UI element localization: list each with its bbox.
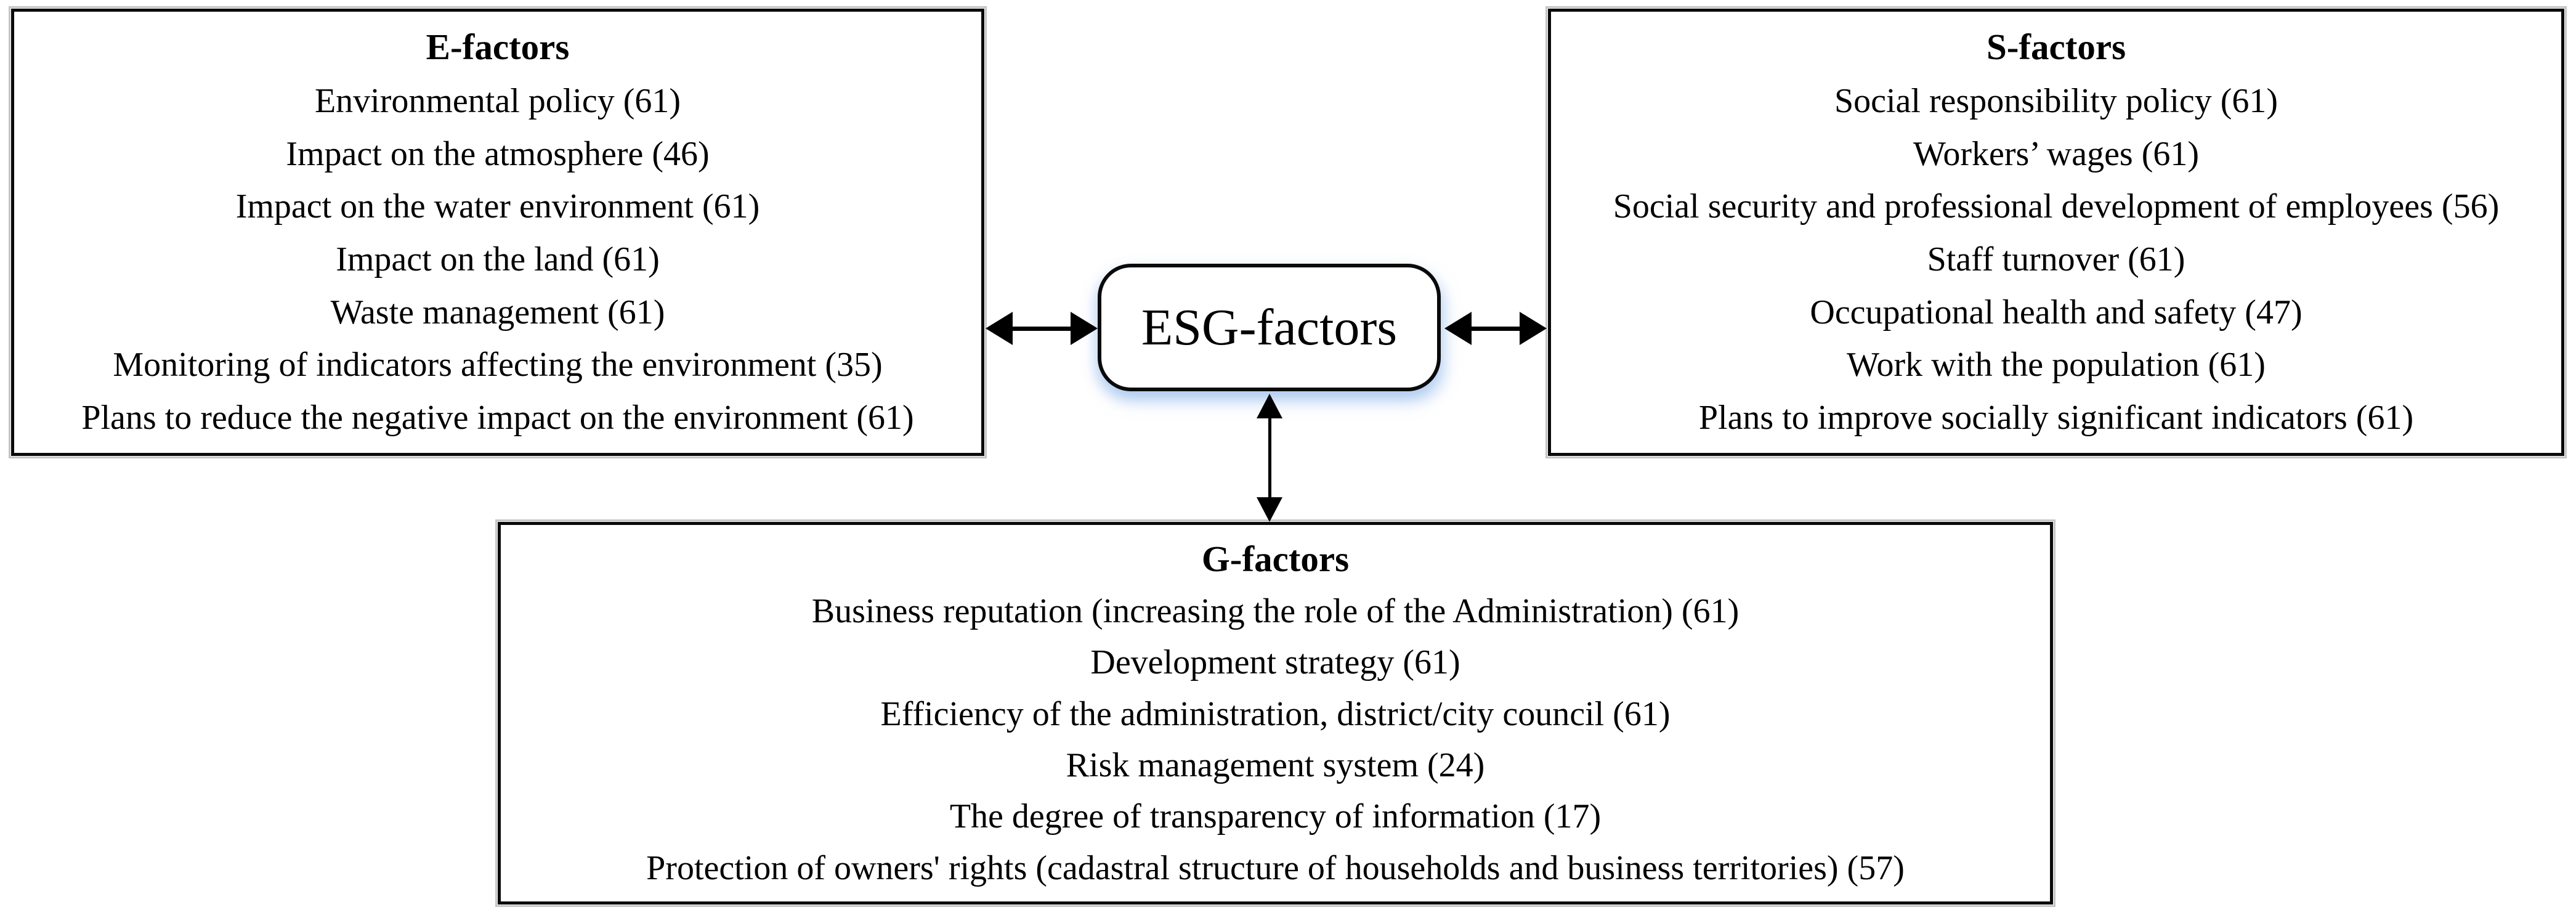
arrowhead-up-icon (1257, 394, 1282, 418)
e-factor-item: Environmental policy (61) (314, 81, 681, 120)
s-factor-item: Occupational health and safety (47) (1810, 293, 2303, 331)
arrow-shaft (1013, 326, 1071, 331)
e-factor-item: Plans to reduce the negative impact on t… (81, 399, 914, 437)
s-factor-item: Staff turnover (61) (1927, 240, 2185, 279)
e-factors-title: E-factors (426, 26, 570, 67)
arrow-shaft (1472, 326, 1520, 331)
g-factors-box: G-factors Business reputation (increasin… (495, 519, 2056, 907)
arrowhead-left-icon (1444, 312, 1472, 345)
s-factor-item: Social security and professional develop… (1613, 187, 2500, 226)
double-arrow-center-g-icon (1256, 394, 1283, 522)
esg-factors-node: ESG-factors (1098, 264, 1441, 391)
e-factor-item: Impact on the land (61) (336, 240, 660, 279)
arrowhead-down-icon (1257, 497, 1282, 522)
g-factor-item: Development strategy (61) (1090, 643, 1460, 682)
g-factor-item: Risk management system (24) (1066, 746, 1485, 784)
double-arrow-e-center-icon (986, 311, 1098, 346)
g-factors-title: G-factors (1201, 538, 1350, 579)
arrowhead-right-icon (1071, 312, 1098, 345)
g-factor-item: Efficiency of the administration, distri… (880, 694, 1671, 733)
g-factor-item: The degree of transparency of informatio… (949, 797, 1602, 836)
g-factor-item: Protection of owners' rights (cadastral … (646, 848, 1905, 887)
e-factor-item: Waste management (61) (330, 293, 665, 331)
arrow-shaft (1268, 418, 1271, 497)
e-factor-item: Monitoring of indicators affecting the e… (113, 346, 883, 384)
s-factor-item: Social responsibility policy (61) (1834, 81, 2278, 120)
s-factors-title: S-factors (1986, 26, 2126, 67)
e-factor-item: Impact on the atmosphere (46) (286, 134, 710, 173)
s-factor-item: Workers’ wages (61) (1913, 134, 2200, 173)
e-factor-item: Impact on the water environment (61) (235, 187, 760, 226)
esg-factors-label: ESG-factors (1141, 299, 1398, 356)
double-arrow-center-s-icon (1444, 311, 1547, 346)
s-factor-item: Work with the population (61) (1847, 346, 2266, 384)
e-factors-box: E-factors Environmental policy (61) Impa… (9, 6, 987, 458)
s-factor-item: Plans to improve socially significant in… (1698, 399, 2414, 437)
arrowhead-right-icon (1520, 312, 1547, 345)
g-factor-item: Business reputation (increasing the role… (811, 592, 1740, 630)
arrowhead-left-icon (986, 312, 1013, 345)
s-factors-box: S-factors Social responsibility policy (… (1545, 6, 2567, 458)
